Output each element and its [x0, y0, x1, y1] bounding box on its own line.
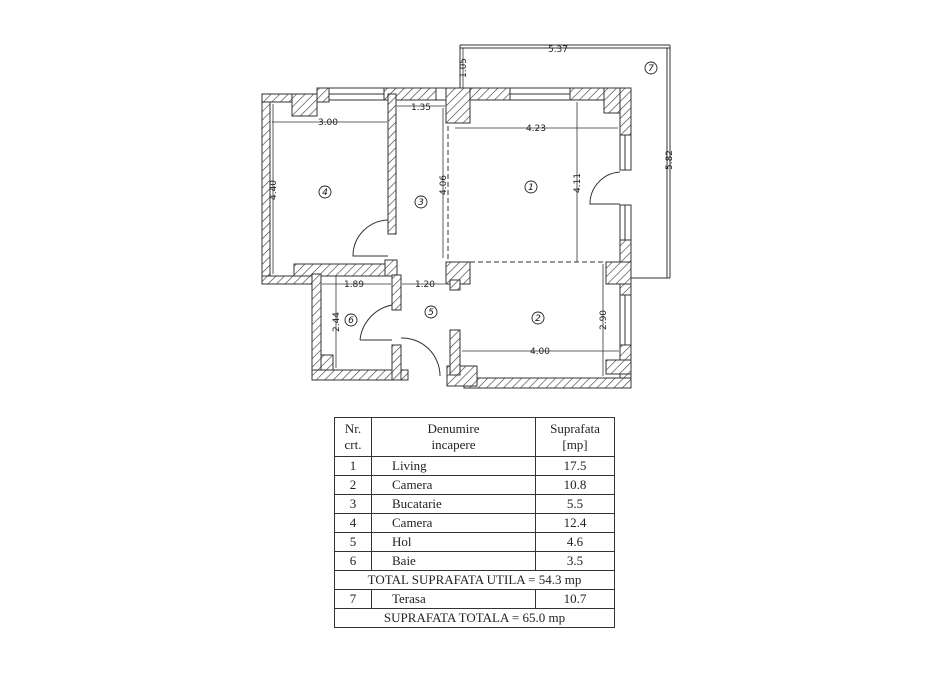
- dim-terrace-offset: 1.05: [459, 58, 469, 78]
- dim-hall-width: 1.20: [415, 280, 435, 290]
- table-row: 1 Living 17.5: [334, 456, 615, 476]
- dim-room1-width: 4.23: [526, 124, 546, 134]
- dashed-separators: [447, 126, 606, 263]
- windows: [328, 87, 632, 346]
- dim-room2-width: 4.00: [530, 347, 550, 357]
- dim-room6-width: 1.89: [344, 280, 364, 290]
- cell-area: 5.5: [535, 494, 615, 514]
- cell-name: Terasa: [371, 589, 536, 609]
- cell-nr: 3: [334, 494, 372, 514]
- cell-area: 10.7: [535, 589, 615, 609]
- floor-plan: 5.37 5.82 1.05 3.00 4.40 1.35 4.06 4.23 …: [261, 44, 675, 389]
- cell-name: Bucatarie: [371, 494, 536, 514]
- terrace-outline: [459, 44, 671, 279]
- cell-nr: 4: [334, 513, 372, 533]
- cell-area: 17.5: [535, 456, 615, 476]
- dim-room6-height: 2.44: [332, 312, 342, 332]
- dim-room3-height: 4.06: [439, 175, 449, 195]
- cell-name: Camera: [371, 475, 536, 495]
- table-row: 7 Terasa 10.7: [334, 589, 615, 609]
- room-label-2: 2: [535, 314, 541, 324]
- total-util-cell: TOTAL SUPRAFATA UTILA = 54.3 mp: [334, 570, 615, 590]
- cell-nr: 6: [334, 551, 372, 571]
- room-label-1: 1: [528, 183, 534, 193]
- header-nr: Nr.crt.: [334, 417, 372, 457]
- cell-nr: 7: [334, 589, 372, 609]
- room-label-5: 5: [428, 308, 434, 318]
- table-row: 6 Baie 3.5: [334, 551, 615, 571]
- total-util-row: TOTAL SUPRAFATA UTILA = 54.3 mp: [334, 570, 615, 590]
- dim-room2-height: 2.90: [599, 310, 609, 330]
- cell-area: 4.6: [535, 532, 615, 552]
- cell-name: Living: [371, 456, 536, 476]
- dim-room4-height: 4.40: [269, 180, 279, 200]
- room-label-4: 4: [322, 188, 328, 198]
- table-row: 3 Bucatarie 5.5: [334, 494, 615, 514]
- cell-nr: 5: [334, 532, 372, 552]
- room-label-6: 6: [348, 316, 354, 326]
- cell-area: 10.8: [535, 475, 615, 495]
- room-markers: [318, 61, 658, 327]
- total-cell: SUPRAFATA TOTALA = 65.0 mp: [334, 608, 615, 628]
- dim-room3-width: 1.35: [411, 103, 431, 113]
- dimension-lines: [272, 48, 619, 376]
- cell-nr: 1: [334, 456, 372, 476]
- cell-area: 3.5: [535, 551, 615, 571]
- table-row: 2 Camera 10.8: [334, 475, 615, 495]
- doors: [352, 171, 621, 377]
- room-label-7: 7: [648, 64, 654, 74]
- dim-terrace-width: 5.37: [548, 45, 568, 55]
- dim-room1-height: 4.11: [573, 173, 583, 193]
- walls: [261, 87, 632, 389]
- total-row: SUPRAFATA TOTALA = 65.0 mp: [334, 608, 615, 628]
- cell-name: Camera: [371, 513, 536, 533]
- cell-name: Baie: [371, 551, 536, 571]
- table-row: 4 Camera 12.4: [334, 513, 615, 533]
- dim-room4-width: 3.00: [318, 118, 338, 128]
- dim-terrace-height: 5.82: [665, 150, 675, 170]
- cell-name: Hol: [371, 532, 536, 552]
- header-area: Suprafata[mp]: [535, 417, 615, 457]
- cell-nr: 2: [334, 475, 372, 495]
- room-label-3: 3: [418, 198, 424, 208]
- cell-area: 12.4: [535, 513, 615, 533]
- table-row: 5 Hol 4.6: [334, 532, 615, 552]
